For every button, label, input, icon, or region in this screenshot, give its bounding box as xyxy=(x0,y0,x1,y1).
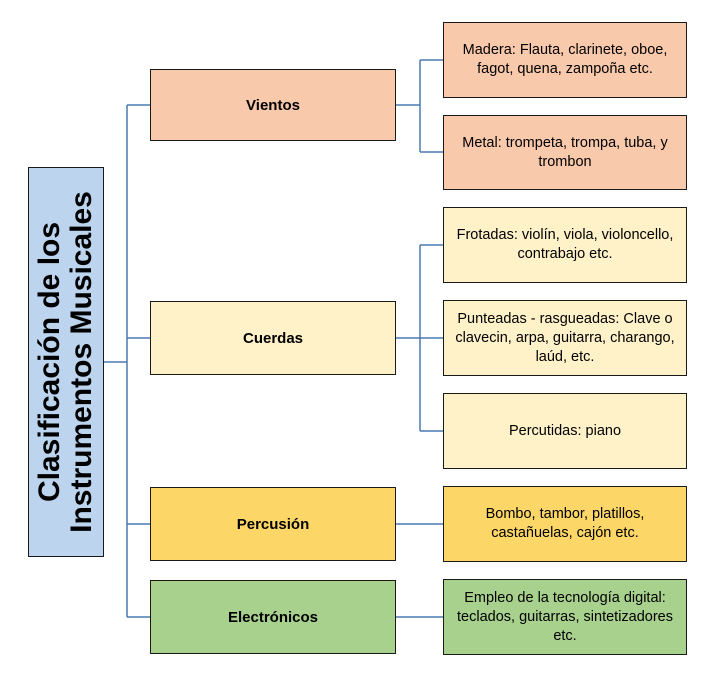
leaf-frotadas: Frotadas: violín, viola, violoncello, co… xyxy=(443,207,687,283)
category-percusion: Percusión xyxy=(150,487,396,561)
category-cuerdas: Cuerdas xyxy=(150,301,396,375)
category-vientos: Vientos xyxy=(150,69,396,141)
leaf-percutidas: Percutidas: piano xyxy=(443,393,687,469)
root-node: Clasificación de los Instrumentos Musica… xyxy=(28,167,104,557)
leaf-percusion-items: Bombo, tambor, platillos, castañuelas, c… xyxy=(443,486,687,562)
root-title: Clasificación de los Instrumentos Musica… xyxy=(33,191,98,533)
leaf-electronicos-items: Empleo de la tecnología digital: teclado… xyxy=(443,579,687,655)
leaf-metal: Metal: trompeta, trompa, tuba, y trombon xyxy=(443,115,687,190)
leaf-punteadas: Punteadas - rasgueadas: Clave o clavecin… xyxy=(443,300,687,376)
category-electronicos: Electrónicos xyxy=(150,580,396,654)
leaf-madera: Madera: Flauta, clarinete, oboe, fagot, … xyxy=(443,22,687,98)
